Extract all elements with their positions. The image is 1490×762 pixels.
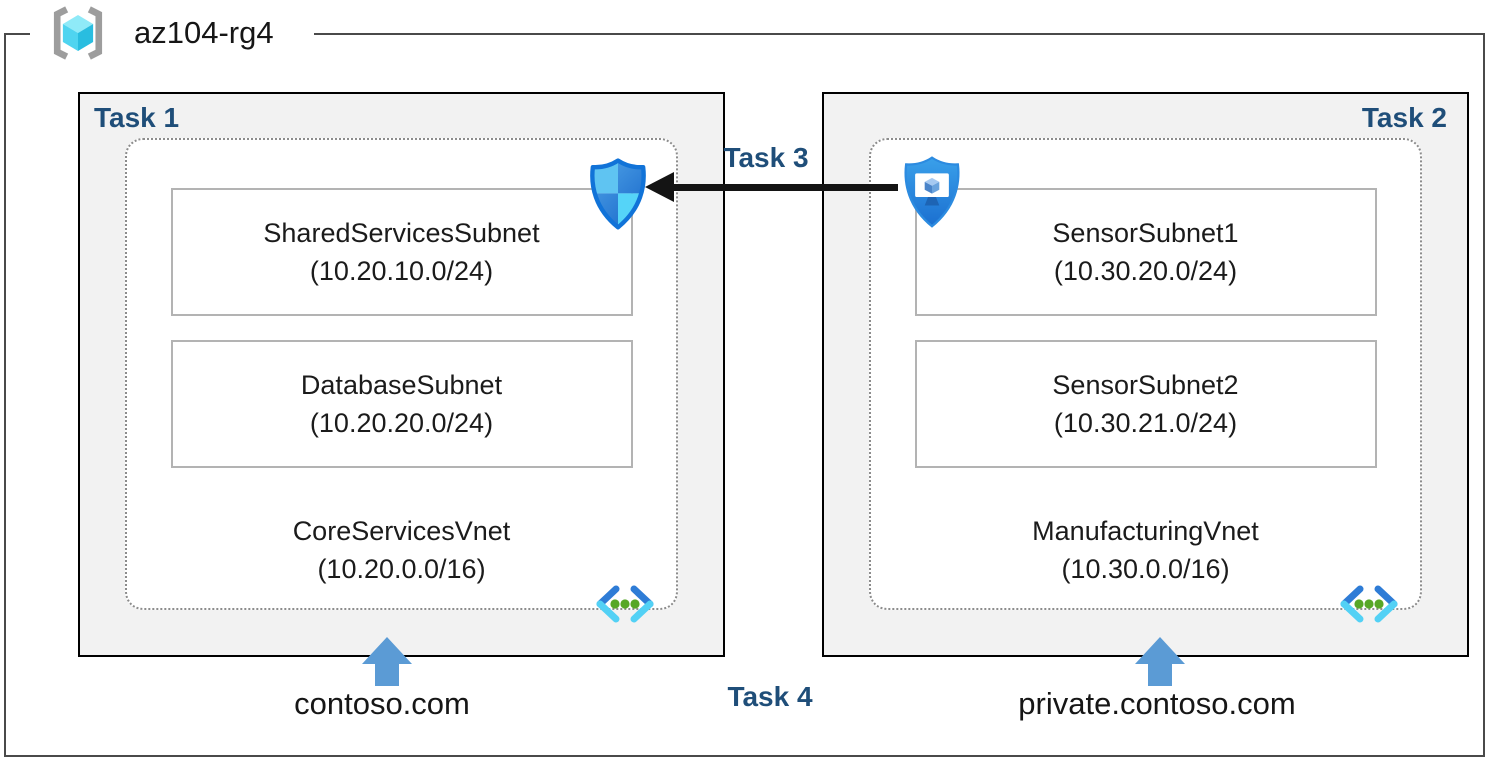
core-services-vnet-container: SharedServicesSubnet (10.20.10.0/24) Dat… [125, 138, 678, 623]
sensor-subnet1-box: SensorSubnet1 (10.30.20.0/24) [914, 188, 1377, 316]
sensor-subnet1-text: SensorSubnet1 (10.30.20.0/24) [1052, 214, 1238, 290]
database-subnet-text: DatabaseSubnet (10.20.20.0/24) [301, 366, 502, 442]
task1-box: Task 1 SharedServicesSubnet (10.20.10.0/… [78, 92, 725, 657]
vnet-name: CoreServicesVnet [292, 516, 511, 546]
resource-group-header: az104-rg4 [30, 0, 314, 66]
resource-group-name: az104-rg4 [134, 15, 274, 50]
subnet-name: SensorSubnet2 [1052, 370, 1239, 400]
vnet-name: ManufacturingVnet [1032, 516, 1259, 546]
subnet-name: SharedServicesSubnet [263, 218, 540, 248]
resource-group-frame [4, 33, 1485, 757]
vnet-cidr: (10.30.0.0/16) [1061, 554, 1230, 584]
peering-arrow-head [645, 172, 674, 202]
virtual-network-icon [592, 583, 658, 625]
subnet-name: SensorSubnet1 [1052, 218, 1239, 248]
vnet-cidr: (10.20.0.0/16) [317, 554, 486, 584]
task4-label: Task 4 [727, 681, 813, 712]
virtual-network-icon [1336, 583, 1402, 625]
core-services-vnet-label: CoreServicesVnet (10.20.0.0/16) [127, 512, 676, 588]
bastion-host-icon [896, 154, 968, 231]
task2-box: Task 2 SensorSubnet1 (10.30.20.0/24) Sen… [822, 92, 1469, 657]
subnet-cidr: (10.30.21.0/24) [1053, 408, 1238, 438]
subnet-name: DatabaseSubnet [300, 370, 503, 400]
sensor-subnet2-box: SensorSubnet2 (10.30.21.0/24) [914, 340, 1377, 468]
shared-services-subnet-box: SharedServicesSubnet (10.20.10.0/24) [170, 188, 633, 316]
manufacturing-vnet-container: SensorSubnet1 (10.30.20.0/24) SensorSubn… [869, 138, 1422, 623]
subnet-cidr: (10.30.20.0/24) [1053, 256, 1238, 286]
task2-label: Task 2 [1361, 102, 1447, 133]
contoso-dns-zone-label: contoso.com [294, 686, 470, 721]
private-contoso-dns-zone-label: private.contoso.com [1018, 686, 1296, 721]
peering-arrow-line [672, 184, 898, 191]
network-security-group-shield-icon [583, 157, 653, 232]
task1-label: Task 1 [94, 102, 180, 133]
manufacturing-vnet-label: ManufacturingVnet (10.30.0.0/16) [871, 512, 1420, 588]
subnet-cidr: (10.20.10.0/24) [309, 256, 494, 286]
shared-services-subnet-text: SharedServicesSubnet (10.20.10.0/24) [263, 214, 539, 290]
task3-label: Task 3 [723, 142, 809, 173]
sensor-subnet2-text: SensorSubnet2 (10.30.21.0/24) [1052, 366, 1238, 442]
database-subnet-box: DatabaseSubnet (10.20.20.0/24) [170, 340, 633, 468]
subnet-cidr: (10.20.20.0/24) [309, 408, 494, 438]
resource-group-icon [44, 4, 112, 62]
